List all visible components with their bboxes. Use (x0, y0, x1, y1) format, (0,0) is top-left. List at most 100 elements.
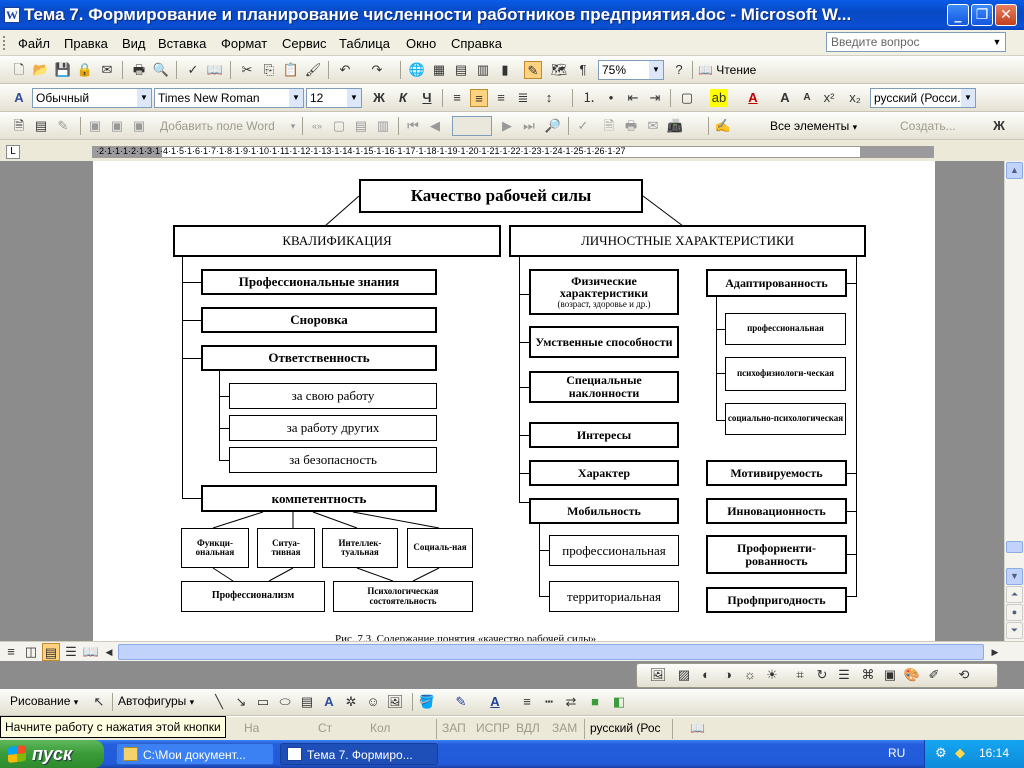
tables-borders-icon[interactable]: ▦ (432, 62, 446, 77)
chevron-down-icon[interactable]: ▼ (137, 89, 151, 107)
zoom-select[interactable]: 75% ▼ (598, 60, 664, 80)
scroll-left-icon[interactable]: ◀ (105, 647, 113, 657)
document-map-icon[interactable]: 🗺 (550, 62, 568, 77)
menu-table[interactable]: Таблица (339, 36, 390, 51)
menu-tools[interactable]: Сервис (282, 36, 327, 51)
security-icon[interactable]: ◆ (955, 745, 965, 760)
open-folder-icon[interactable]: 📂 (32, 62, 50, 77)
start-button[interactable]: пуск (0, 740, 104, 768)
chevron-down-icon[interactable]: ▼ (961, 89, 975, 107)
view-merged-data-icon[interactable]: «» (311, 121, 322, 131)
task-explorer[interactable]: C:\Мои документ... (116, 743, 274, 765)
insert-greeting-icon[interactable]: ▣ (110, 118, 124, 133)
normal-view-icon[interactable]: ≡ (7, 644, 15, 659)
shrink-font-icon[interactable]: A (803, 92, 811, 103)
arrow-icon[interactable]: ↘ (235, 694, 247, 709)
research-icon[interactable]: 📖 (206, 62, 224, 77)
next-record-icon[interactable]: ▶ (502, 118, 512, 133)
copy-icon[interactable]: ⎘ (263, 62, 275, 77)
check-errors-icon[interactable]: ✓ (577, 118, 589, 133)
merge-to-fax-icon[interactable]: 📠 (666, 118, 684, 133)
create-button[interactable]: Создать... (900, 119, 956, 133)
bold-button[interactable]: Ж (373, 90, 385, 105)
print-layout-icon[interactable]: ▤ (42, 643, 60, 661)
help-icon[interactable]: ? (675, 62, 683, 77)
bold-small-button[interactable]: Ж (993, 118, 1005, 133)
previous-record-icon[interactable]: ◀ (430, 118, 440, 133)
more-brightness-icon[interactable]: ☼ (744, 667, 756, 682)
chevron-down-icon[interactable]: ▼ (347, 89, 361, 107)
add-word-field-button[interactable]: Добавить поле Word (160, 119, 275, 133)
insert-table-icon[interactable]: ▤ (454, 62, 468, 77)
new-document-icon[interactable]: 🗋 (13, 62, 25, 77)
show-formatting-icon[interactable]: ¶ (579, 62, 587, 77)
insert-picture-icon[interactable]: 🖼 (386, 694, 404, 709)
menu-edit[interactable]: Правка (64, 36, 108, 51)
status-ovr[interactable]: ЗАМ (552, 721, 578, 735)
print-preview-icon[interactable]: 🔍 (152, 62, 170, 77)
wordart-icon[interactable]: A (324, 694, 334, 709)
merge-to-printer-icon[interactable]: 🖶 (624, 118, 638, 133)
status-ext[interactable]: ВДЛ (516, 721, 540, 735)
format-picture-icon[interactable]: 🎨 (903, 667, 921, 682)
line-spacing-icon[interactable]: ↕ (545, 90, 553, 105)
scroll-thumb[interactable] (1006, 541, 1023, 553)
menu-format[interactable]: Формат (221, 36, 268, 51)
font-color-icon[interactable]: A (748, 90, 758, 105)
justify-icon[interactable]: ≣ (517, 90, 529, 105)
insert-merge-fields-icon[interactable]: ▣ (132, 118, 146, 133)
tab-selector[interactable]: L (6, 145, 20, 159)
ruler-strip[interactable] (92, 146, 934, 158)
less-brightness-icon[interactable]: ☀ (766, 667, 778, 682)
draw-menu-button[interactable]: Рисование ▾ (10, 694, 78, 708)
columns-icon[interactable]: ▮ (501, 62, 509, 77)
align-center-icon[interactable]: ≡ (470, 89, 488, 107)
ask-dropdown-icon[interactable]: ▼ (992, 37, 1002, 47)
font-color-icon[interactable]: A (490, 694, 500, 709)
reading-view-icon[interactable]: 📖 (82, 644, 100, 659)
first-record-icon[interactable]: ⏮ (407, 118, 419, 133)
align-left-icon[interactable]: ≡ (453, 90, 461, 105)
maximize-button[interactable]: ❐ (971, 4, 993, 26)
chevron-down-icon[interactable]: ▼ (649, 61, 663, 79)
less-contrast-icon[interactable]: ◑ (724, 667, 732, 682)
rotate-icon[interactable]: ↻ (816, 667, 828, 682)
scroll-up-icon[interactable]: ▲ (1006, 162, 1023, 179)
menu-insert[interactable]: Вставка (158, 36, 207, 51)
subscript-icon[interactable]: x₂ (849, 90, 861, 105)
decrease-indent-icon[interactable]: ⇤ (627, 90, 639, 105)
menu-window[interactable]: Окно (406, 36, 437, 51)
set-transparent-icon[interactable]: ✐ (928, 667, 940, 682)
recipients-icon[interactable]: ✎ (57, 118, 69, 133)
line-color-icon[interactable]: ✎ (455, 694, 467, 709)
reading-layout-button[interactable]: 📖 Чтение (698, 63, 756, 77)
fill-color-icon[interactable]: 🪣 (418, 694, 436, 709)
crop-icon[interactable]: ⌗ (796, 667, 804, 682)
word-app-icon[interactable]: W (4, 7, 20, 23)
paste-icon[interactable]: 📋 (282, 62, 300, 77)
web-view-icon[interactable]: ◫ (24, 644, 38, 659)
highlight-fields-icon[interactable]: ▢ (332, 118, 346, 133)
email-icon[interactable]: ✉ (101, 62, 113, 77)
increase-indent-icon[interactable]: ⇥ (649, 90, 661, 105)
status-trk[interactable]: ИСПР (476, 721, 510, 735)
select-browse-object-icon[interactable]: ● (1006, 604, 1023, 621)
redo-icon[interactable]: ↷ (371, 62, 383, 77)
chevron-down-icon[interactable]: ▼ (289, 89, 303, 107)
cut-icon[interactable]: ✂ (241, 62, 253, 77)
undo-icon[interactable]: ↶ (339, 62, 351, 77)
previous-page-icon[interactable]: ⏶ (1006, 586, 1023, 603)
save-icon[interactable]: 💾 (54, 62, 72, 77)
italic-button[interactable]: К (399, 90, 407, 105)
toolbar-grip[interactable] (3, 36, 6, 50)
3d-style-icon[interactable]: ◧ (612, 694, 626, 709)
arrow-style-icon[interactable]: ⇄ (565, 694, 577, 709)
hyperlink-icon[interactable]: 🌐 (408, 62, 426, 77)
close-button[interactable]: ✕ (995, 4, 1017, 26)
autoshapes-menu-button[interactable]: Автофигуры ▾ (118, 694, 194, 708)
font-select[interactable]: Times New Roman ▼ (154, 88, 304, 108)
line-style-icon[interactable]: ≡ (523, 694, 531, 709)
spelling-icon[interactable]: ✓ (187, 62, 199, 77)
find-entry-icon[interactable]: 🔎 (544, 118, 562, 133)
more-contrast-icon[interactable]: ◐ (702, 667, 710, 682)
